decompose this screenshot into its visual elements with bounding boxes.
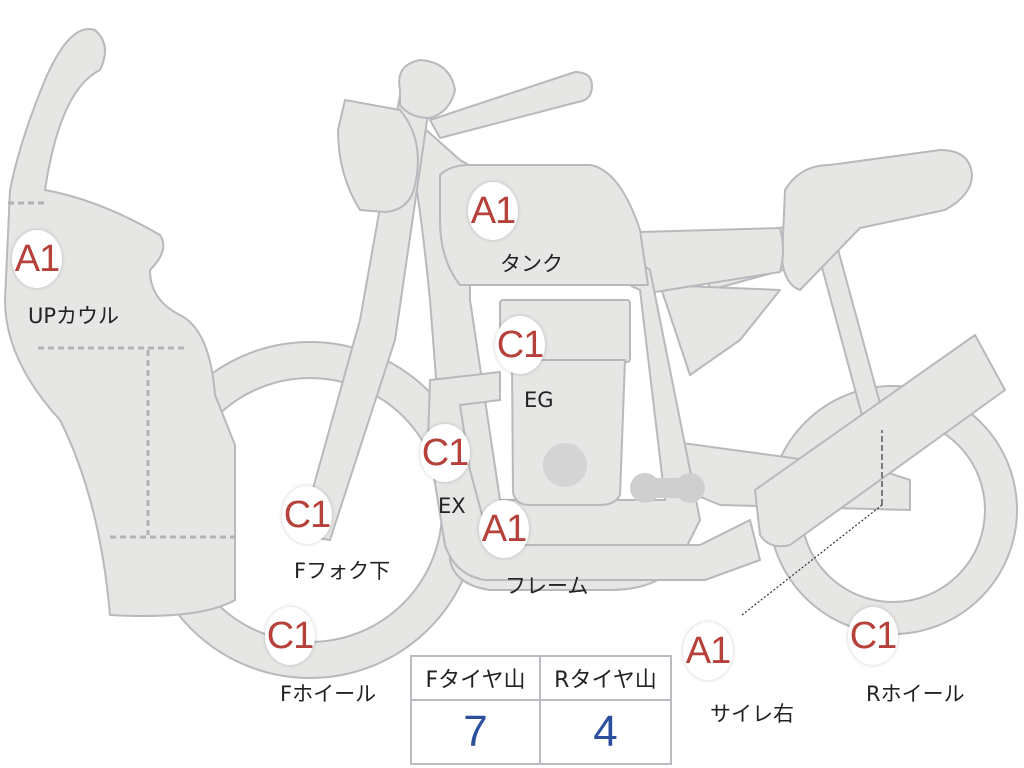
grade-badge-front-fork-lower: C1 — [282, 486, 332, 544]
seat-shape — [781, 149, 973, 291]
grade-badge-up-cowl: A1 — [12, 230, 62, 288]
rear-cowl-shape — [659, 284, 781, 376]
part-label-silencer-right: サイレ右 — [710, 702, 794, 726]
tire-tread-table: Fタイヤ山 Rタイヤ山 7 4 — [410, 655, 672, 765]
grade-badge-silencer-right: A1 — [683, 622, 733, 680]
grade-badge-tank: A1 — [468, 182, 518, 240]
grade-badge-front-wheel: C1 — [265, 607, 315, 665]
silencer-shape — [754, 334, 1006, 548]
side-cover-shape — [639, 227, 784, 293]
part-label-frame: フレーム — [505, 574, 589, 598]
headlight-shape — [337, 99, 419, 213]
up-cowl-shape — [4, 28, 236, 617]
rear-tire-tread-value: 4 — [593, 707, 618, 756]
grade-badge-frame: A1 — [479, 500, 529, 558]
rear-tire-tread-header: Rタイヤ山 — [541, 657, 670, 701]
part-label-rear-wheel: Rホイール — [866, 682, 965, 706]
grade-badge-exhaust: C1 — [420, 424, 470, 482]
silencer-leader-line — [741, 430, 883, 616]
part-label-engine: EG — [524, 388, 554, 412]
part-label-tank: タンク — [500, 252, 563, 276]
part-label-up-cowl: UPカウル — [28, 304, 120, 328]
part-label-front-fork-lower: Fフォク下 — [294, 559, 391, 583]
part-label-exhaust: EX — [438, 494, 466, 518]
grade-badge-engine: C1 — [495, 316, 545, 374]
grade-badge-rear-wheel: C1 — [848, 607, 898, 665]
front-tire-tread-header: Fタイヤ山 — [412, 657, 541, 701]
front-tire-tread-value: 7 — [412, 701, 541, 763]
part-label-front-wheel: Fホイール — [280, 682, 377, 706]
handlebar-shape — [429, 71, 593, 139]
engine-shape — [511, 359, 626, 506]
